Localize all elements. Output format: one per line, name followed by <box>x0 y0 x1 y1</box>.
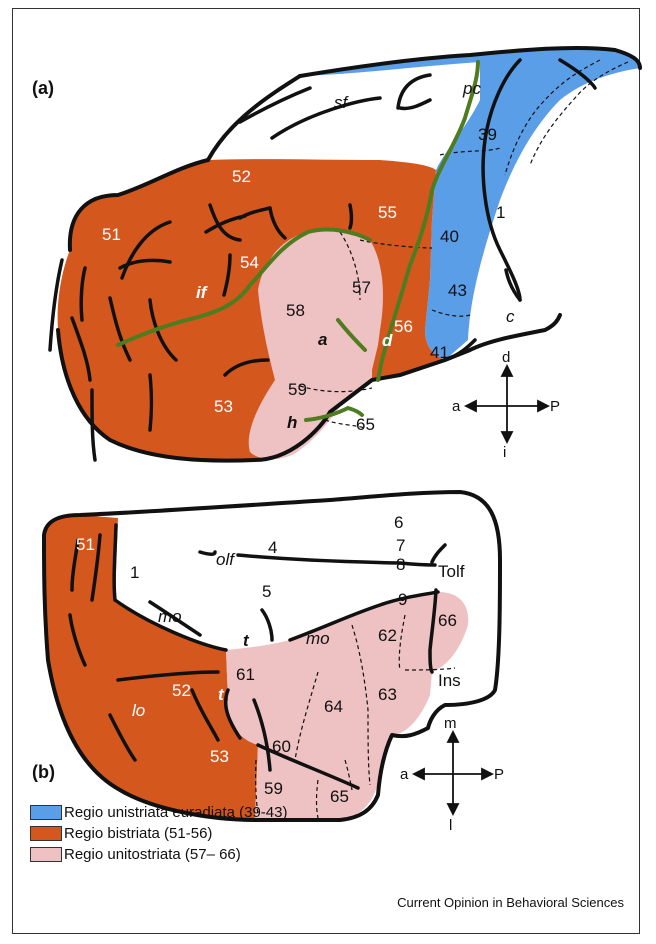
area-61-b: 61 <box>236 665 255 684</box>
compass-b-left: a <box>400 766 409 783</box>
legend-swatch-bistriata <box>30 826 62 841</box>
legend-swatch-unitostriata <box>30 847 62 862</box>
sulcus-h: h <box>287 413 297 432</box>
legend-label-bistriata: Regio bistriata (51-56) <box>64 825 212 842</box>
area-39-a: 39 <box>478 125 497 144</box>
panel-b: 6 51 4 7 olf 8 1 Tolf 5 9 mo 66 62 mo t … <box>32 492 504 834</box>
compass-a-left: a <box>452 398 461 415</box>
area-64-b: 64 <box>324 697 343 716</box>
area-40-a: 40 <box>440 227 459 246</box>
legend-label-euradiata: Regio unistriata euradiata (39-43) <box>64 804 287 821</box>
area-52-b: 52 <box>172 681 191 700</box>
panel-b-label: (b) <box>32 762 55 782</box>
sulcus-c: c <box>506 307 515 326</box>
area-56-a: 56 <box>394 317 413 336</box>
compass-b-down: l <box>449 817 452 834</box>
compass-a-up: d <box>502 349 510 366</box>
area-7-b: 7 <box>396 536 405 555</box>
area-52-a: 52 <box>232 167 251 186</box>
panel-a: (a) sf pc 39 52 55 1 51 40 54 57 43 if 5… <box>32 48 640 461</box>
compass-a <box>466 366 548 442</box>
area-43-a: 43 <box>448 281 467 300</box>
sulcus-t-upper: t <box>243 631 250 650</box>
area-65-b: 65 <box>330 787 349 806</box>
sulcus-olf: olf <box>216 550 236 569</box>
area-1-a: 1 <box>496 203 505 222</box>
compass-b <box>414 732 492 814</box>
area-53-a: 53 <box>214 397 233 416</box>
area-9-b: 9 <box>398 590 407 609</box>
area-58-a: 58 <box>286 301 305 320</box>
panel-a-label: (a) <box>32 78 54 98</box>
area-55-a: 55 <box>378 203 397 222</box>
sulcus-a: a <box>318 330 327 349</box>
area-51-a: 51 <box>102 225 121 244</box>
area-6-b: 6 <box>394 513 403 532</box>
area-4-b: 4 <box>268 538 277 557</box>
sulcus-d: d <box>382 331 393 350</box>
area-66-b: 66 <box>438 611 457 630</box>
area-5-b: 5 <box>262 582 271 601</box>
area-59-a: 59 <box>288 380 307 399</box>
area-51-b: 51 <box>76 535 95 554</box>
sulcus-mo-right: mo <box>306 629 330 648</box>
legend-swatch-euradiata <box>30 805 62 820</box>
credit-text: Current Opinion in Behavioral Sciences <box>397 895 624 910</box>
area-65-a: 65 <box>356 415 375 434</box>
area-53-b: 53 <box>210 747 229 766</box>
area-62-b: 62 <box>378 626 397 645</box>
area-59-b: 59 <box>264 779 283 798</box>
area-8-b: 8 <box>396 555 405 574</box>
legend: Regio unistriata euradiata (39-43) Regio… <box>30 802 287 865</box>
legend-item-bistriata: Regio bistriata (51-56) <box>30 823 287 844</box>
sulcus-lo: lo <box>132 701 145 720</box>
compass-a-right: P <box>550 398 560 415</box>
legend-item-euradiata: Regio unistriata euradiata (39-43) <box>30 802 287 823</box>
area-ins: Ins <box>438 671 461 690</box>
sulcus-pc: pc <box>462 79 481 98</box>
area-41-a: 41 <box>430 343 449 362</box>
legend-item-unitostriata: Regio unitostriata (57– 66) <box>30 844 287 865</box>
area-1-b: 1 <box>130 563 139 582</box>
area-63-b: 63 <box>378 685 397 704</box>
compass-b-right: P <box>494 766 504 783</box>
area-60-b: 60 <box>272 737 291 756</box>
sulcus-mo-left: mo <box>158 607 182 626</box>
sulcus-sf: sf <box>334 93 350 112</box>
area-tolf: Tolf <box>438 562 465 581</box>
compass-a-down: i <box>503 444 506 461</box>
compass-b-up: m <box>444 715 457 732</box>
legend-label-unitostriata: Regio unitostriata (57– 66) <box>64 846 241 863</box>
area-57-a: 57 <box>352 278 371 297</box>
area-54-a: 54 <box>240 253 259 272</box>
